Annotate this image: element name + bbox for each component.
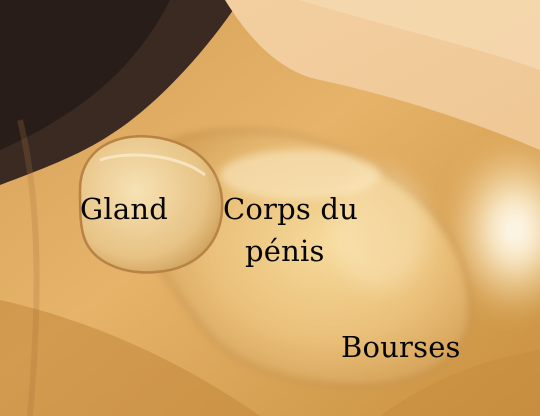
label-corps-du-penis-line1: Corps du — [223, 192, 358, 226]
label-gland: Gland — [80, 192, 168, 226]
label-bourses: Bourses — [341, 330, 461, 364]
label-corps-du-penis-line2: pénis — [245, 234, 325, 268]
